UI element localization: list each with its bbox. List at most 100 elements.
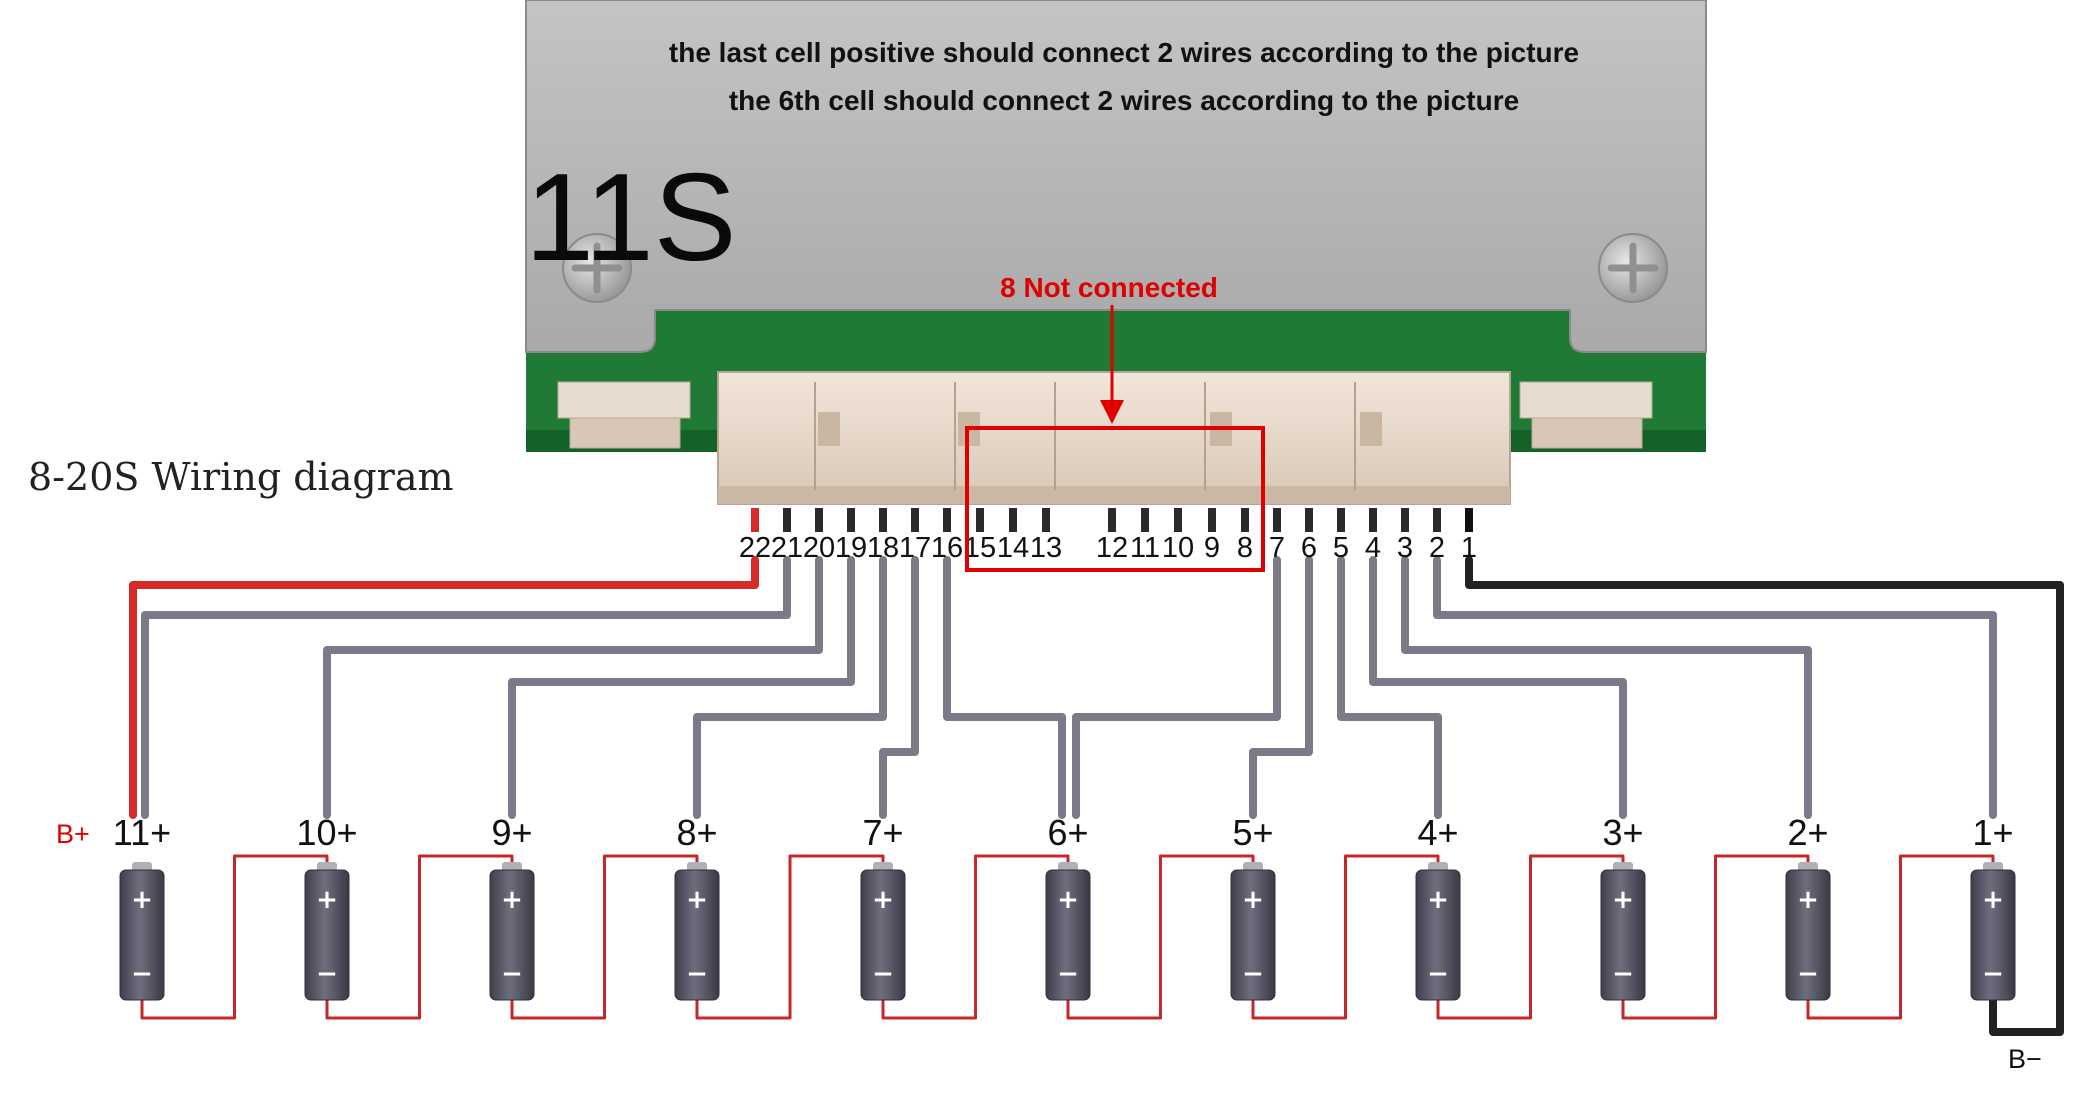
battery-icon — [1785, 869, 1831, 1001]
wire-pin-21 — [141, 556, 791, 819]
side-connector-left — [557, 381, 691, 449]
cell-label: 9+ — [491, 812, 532, 853]
pin-label-11: 11 — [1130, 532, 1160, 564]
cell-label: 3+ — [1602, 812, 1643, 853]
cell-plus-sign: + — [131, 885, 153, 915]
pin-label-17: 17 — [899, 532, 931, 564]
battery-icon — [1415, 869, 1461, 1001]
pin-label-4: 4 — [1365, 532, 1381, 564]
bms-board: the last cell positive should connect 2 … — [525, 0, 1707, 505]
cell-label: 6+ — [1047, 812, 1088, 853]
pin-label-20: 20 — [803, 532, 835, 564]
cell-label: 2+ — [1787, 812, 1828, 853]
pin-label-13: 13 — [1030, 532, 1062, 564]
battery-cell: + − 10+ — [296, 812, 358, 1001]
cell-plus-sign: + — [686, 885, 708, 915]
wire-pin-7 — [1072, 556, 1281, 819]
cell-minus-sign: − — [501, 959, 523, 989]
cell-label: 10+ — [296, 812, 357, 853]
pin-label-7: 7 — [1269, 532, 1285, 564]
pin-label-1: 1 — [1461, 532, 1477, 564]
not-connected-callout: 8 Not connected — [965, 272, 1265, 572]
battery-cell: + − 7+ — [860, 812, 906, 1001]
cell-minus-sign: − — [1982, 959, 2004, 989]
battery-icon — [1970, 869, 2016, 1001]
pin-label-9: 9 — [1204, 532, 1220, 564]
highlight-box — [965, 426, 1265, 572]
battery-icon — [489, 869, 535, 1001]
cell-plus-sign: + — [1797, 885, 1819, 915]
cell-minus-sign: − — [1797, 959, 1819, 989]
cell-plus-sign: + — [1427, 885, 1449, 915]
callout-arrow-head-icon — [1100, 400, 1124, 424]
cell-minus-sign: − — [1612, 959, 1634, 989]
series-link-3 — [510, 854, 699, 1020]
battery-cell: + − 2+ — [1785, 812, 1831, 1001]
battery-cell: +−4+ — [1415, 812, 1461, 1001]
pin-label-21: 21 — [771, 532, 803, 564]
wire-pin-3 — [1401, 556, 1812, 819]
series-link-6 — [1066, 854, 1255, 1020]
cell-minus-sign: − — [316, 959, 338, 989]
battery-cell: + − 3+ — [1600, 812, 1646, 1001]
pin-label-19: 19 — [835, 532, 867, 564]
pin-label-8: 8 — [1237, 532, 1253, 564]
wire-pin-4 — [1369, 556, 1627, 819]
series-link-1 — [140, 854, 329, 1020]
battery-icon — [304, 869, 350, 1001]
battery-icon — [119, 869, 165, 1001]
battery-cell: + − 11+ — [113, 812, 171, 1001]
cell-minus-sign: − — [131, 959, 153, 989]
pin-leads — [751, 508, 1473, 532]
battery-icon — [1600, 869, 1646, 1001]
battery-icon — [674, 869, 720, 1001]
wire-pin-17 — [879, 556, 919, 819]
wire-b-minus — [1465, 556, 2064, 1036]
cell-plus-sign: + — [316, 885, 338, 915]
series-link-10 — [1806, 854, 1995, 1020]
cell-plus-sign: + — [1242, 885, 1264, 915]
balance-connector — [717, 371, 1511, 505]
wire-pin-6 — [1249, 556, 1313, 819]
series-link-4 — [695, 854, 885, 1020]
cell-plus-sign: + — [1612, 885, 1634, 915]
wire-pin-20 — [323, 556, 823, 819]
pin-label-3: 3 — [1397, 532, 1413, 564]
series-link-2 — [325, 854, 514, 1020]
wire-pin-18 — [693, 556, 887, 819]
cell-minus-sign: − — [872, 959, 894, 989]
cell-label: 4+ — [1417, 812, 1458, 853]
wires — [129, 556, 2064, 1036]
battery-cell: +−5+ — [1230, 812, 1276, 1001]
cell-plus-sign: + — [1057, 885, 1079, 915]
pin-label-2: 2 — [1429, 532, 1445, 564]
cell-label: 8+ — [676, 812, 717, 853]
cell-plus-sign: + — [872, 885, 894, 915]
wire-pin-2 — [1433, 556, 1997, 819]
series-label: 11S — [525, 149, 736, 287]
battery-cell: +−1+ — [1970, 812, 2016, 1001]
pin-label-22: 22 — [739, 532, 771, 564]
wire-pin-16 — [943, 556, 1066, 819]
battery-cell: + − 8+ — [674, 812, 720, 1001]
series-link-7 — [1251, 854, 1440, 1020]
battery-icon — [860, 869, 906, 1001]
screw-right-icon — [1598, 233, 1668, 303]
series-link-5 — [881, 854, 1070, 1020]
pin-label-5: 5 — [1333, 532, 1349, 564]
series-link-8 — [1436, 854, 1625, 1020]
cell-minus-sign: − — [1242, 959, 1264, 989]
cells: +−11++−10++−9++−8++−7++−6++−5++−4++−3++−… — [113, 812, 2016, 1001]
board-note-line-1: the last cell positive should connect 2 … — [669, 37, 1579, 68]
diagram-title: 8-20S Wiring diagram — [28, 455, 454, 499]
cell-label: 7+ — [862, 812, 903, 853]
not-connected-label: 8 Not connected — [1000, 272, 1218, 303]
cell-label: 11+ — [113, 812, 171, 853]
pack-positive-label: B+ — [56, 819, 90, 849]
cell-minus-sign: − — [686, 959, 708, 989]
cell-minus-sign: − — [1057, 959, 1079, 989]
battery-icon — [1230, 869, 1276, 1001]
cell-plus-sign: + — [1982, 885, 2004, 915]
pin-label-12: 12 — [1096, 532, 1128, 564]
